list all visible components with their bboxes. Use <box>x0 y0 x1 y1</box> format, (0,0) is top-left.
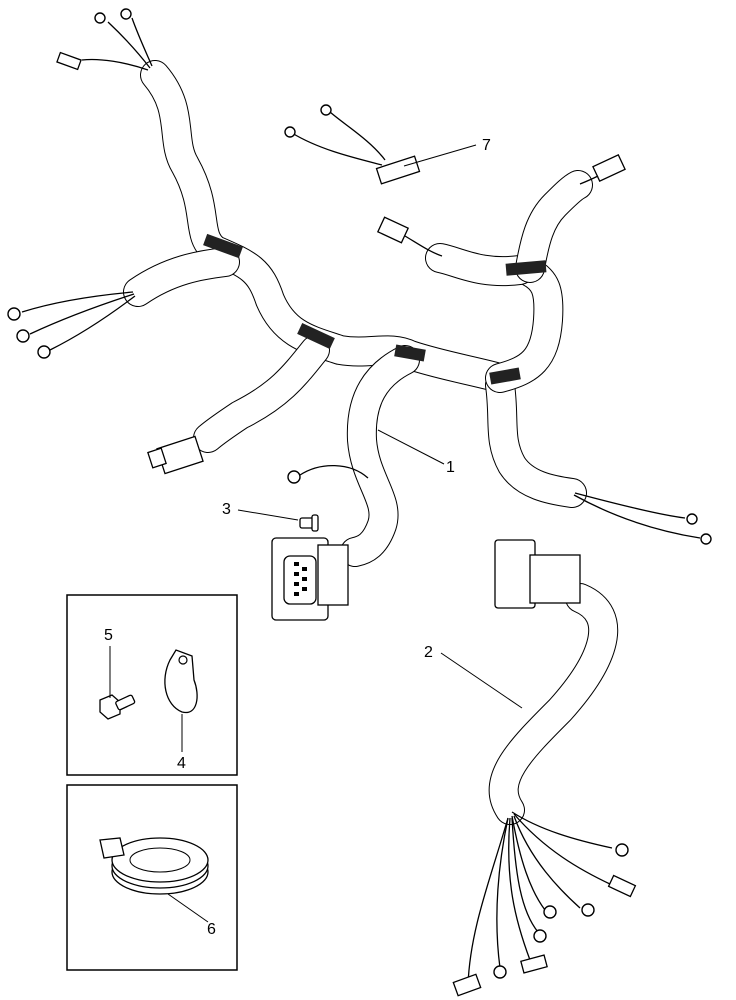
bolt-icon <box>99 694 136 720</box>
callout-2: 2 <box>424 644 433 661</box>
left-ring-terminals <box>7 291 136 359</box>
callout-1: 1 <box>446 459 455 476</box>
upper-right-connectors <box>376 153 626 257</box>
callout-5: 5 <box>104 627 113 644</box>
callout-3: 3 <box>222 501 231 518</box>
hardware-inset-box <box>66 594 238 776</box>
top-left-terminals <box>56 8 153 71</box>
tape-inset-box <box>66 784 238 971</box>
connector-pins <box>294 562 307 596</box>
callout-4: 4 <box>177 755 186 772</box>
main-wiring-harness <box>7 8 712 621</box>
screw-icon <box>299 514 319 532</box>
left-square-connector <box>147 435 204 475</box>
secondary-wiring-harness <box>452 539 637 997</box>
leader-lines <box>109 144 523 923</box>
p-clamp-icon <box>164 649 198 714</box>
fan-out-wires <box>467 811 613 986</box>
harness-tape-bands <box>203 233 547 385</box>
callout-6: 6 <box>207 921 216 938</box>
coiled-tape-icon <box>99 837 209 895</box>
right-lower-terminals <box>573 492 712 545</box>
multi-pin-connector <box>271 537 349 621</box>
ground-ring-terminal <box>287 464 369 484</box>
harness-trunk <box>123 60 593 567</box>
jumper-connector-icon <box>284 104 421 185</box>
callout-7: 7 <box>482 137 491 154</box>
